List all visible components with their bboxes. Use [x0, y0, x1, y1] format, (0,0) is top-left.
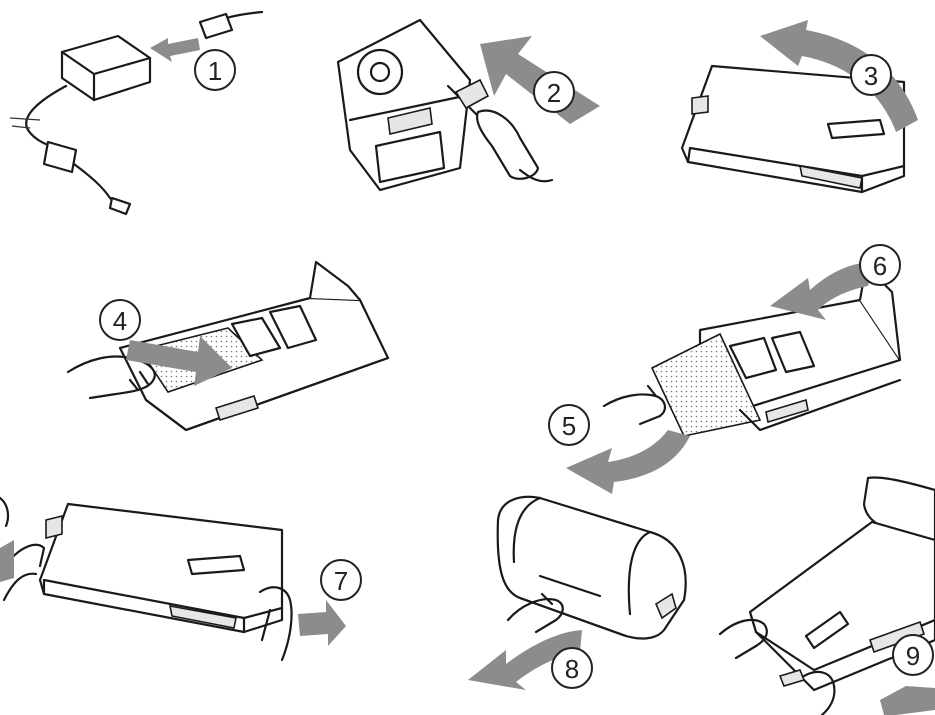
step-8-arrow — [468, 630, 582, 690]
partial-badge-outline — [0, 496, 10, 528]
step-7-arrow — [298, 600, 346, 646]
step-4-insert-paper: 4 — [66, 260, 390, 432]
step-5-arrow — [566, 430, 690, 494]
slide-cassette-icon — [2, 502, 293, 662]
step-4-label: 4 — [113, 306, 127, 336]
power-adapter-icon — [9, 10, 264, 216]
paper-cassette-lid-icon — [680, 64, 906, 194]
step-6-label: 6 — [873, 251, 887, 281]
step-7-left-arrow — [0, 540, 14, 582]
insert-cassette-icon — [718, 476, 935, 715]
printer-power-port-icon — [336, 18, 554, 192]
step-1-arrow — [150, 38, 200, 62]
insert-paper-icon — [66, 260, 390, 432]
step-7-badge: 7 — [320, 559, 362, 601]
step-3-label: 3 — [864, 61, 878, 91]
remove-sheet-icon — [602, 264, 902, 437]
step-9-badge: 9 — [892, 634, 934, 676]
step-8-open-tray: 8 — [468, 495, 687, 690]
step-3-badge: 3 — [850, 54, 892, 96]
step-7-label: 7 — [334, 566, 348, 596]
step-1-power-adapter: 1 — [9, 10, 264, 216]
step-6-badge: 6 — [859, 244, 901, 286]
step-9-arrow — [880, 686, 935, 715]
step-9-label: 9 — [906, 641, 920, 671]
step-3-arrow — [760, 20, 918, 132]
step-3-open-cassette: 3 — [680, 20, 918, 194]
step-2-badge: 2 — [533, 71, 575, 113]
step-9-insert-cassette: 9 — [718, 476, 935, 715]
step-5-6-remove-sheet: 5 6 — [548, 244, 902, 494]
step-8-label: 8 — [565, 654, 579, 684]
step-5-badge: 5 — [548, 404, 590, 446]
step-7-slide-cassette: 7 — [0, 496, 362, 662]
step-4-arrow — [126, 336, 232, 386]
step-5-label: 5 — [562, 411, 576, 441]
open-tray-icon — [496, 495, 687, 640]
step-2-connect-printer: 2 — [336, 18, 600, 192]
step-1-label: 1 — [208, 56, 222, 86]
step-8-badge: 8 — [551, 647, 593, 689]
step-6-arrow — [770, 262, 874, 320]
step-1-badge: 1 — [194, 49, 236, 91]
step-4-badge: 4 — [99, 299, 141, 341]
step-2-label: 2 — [547, 78, 561, 108]
